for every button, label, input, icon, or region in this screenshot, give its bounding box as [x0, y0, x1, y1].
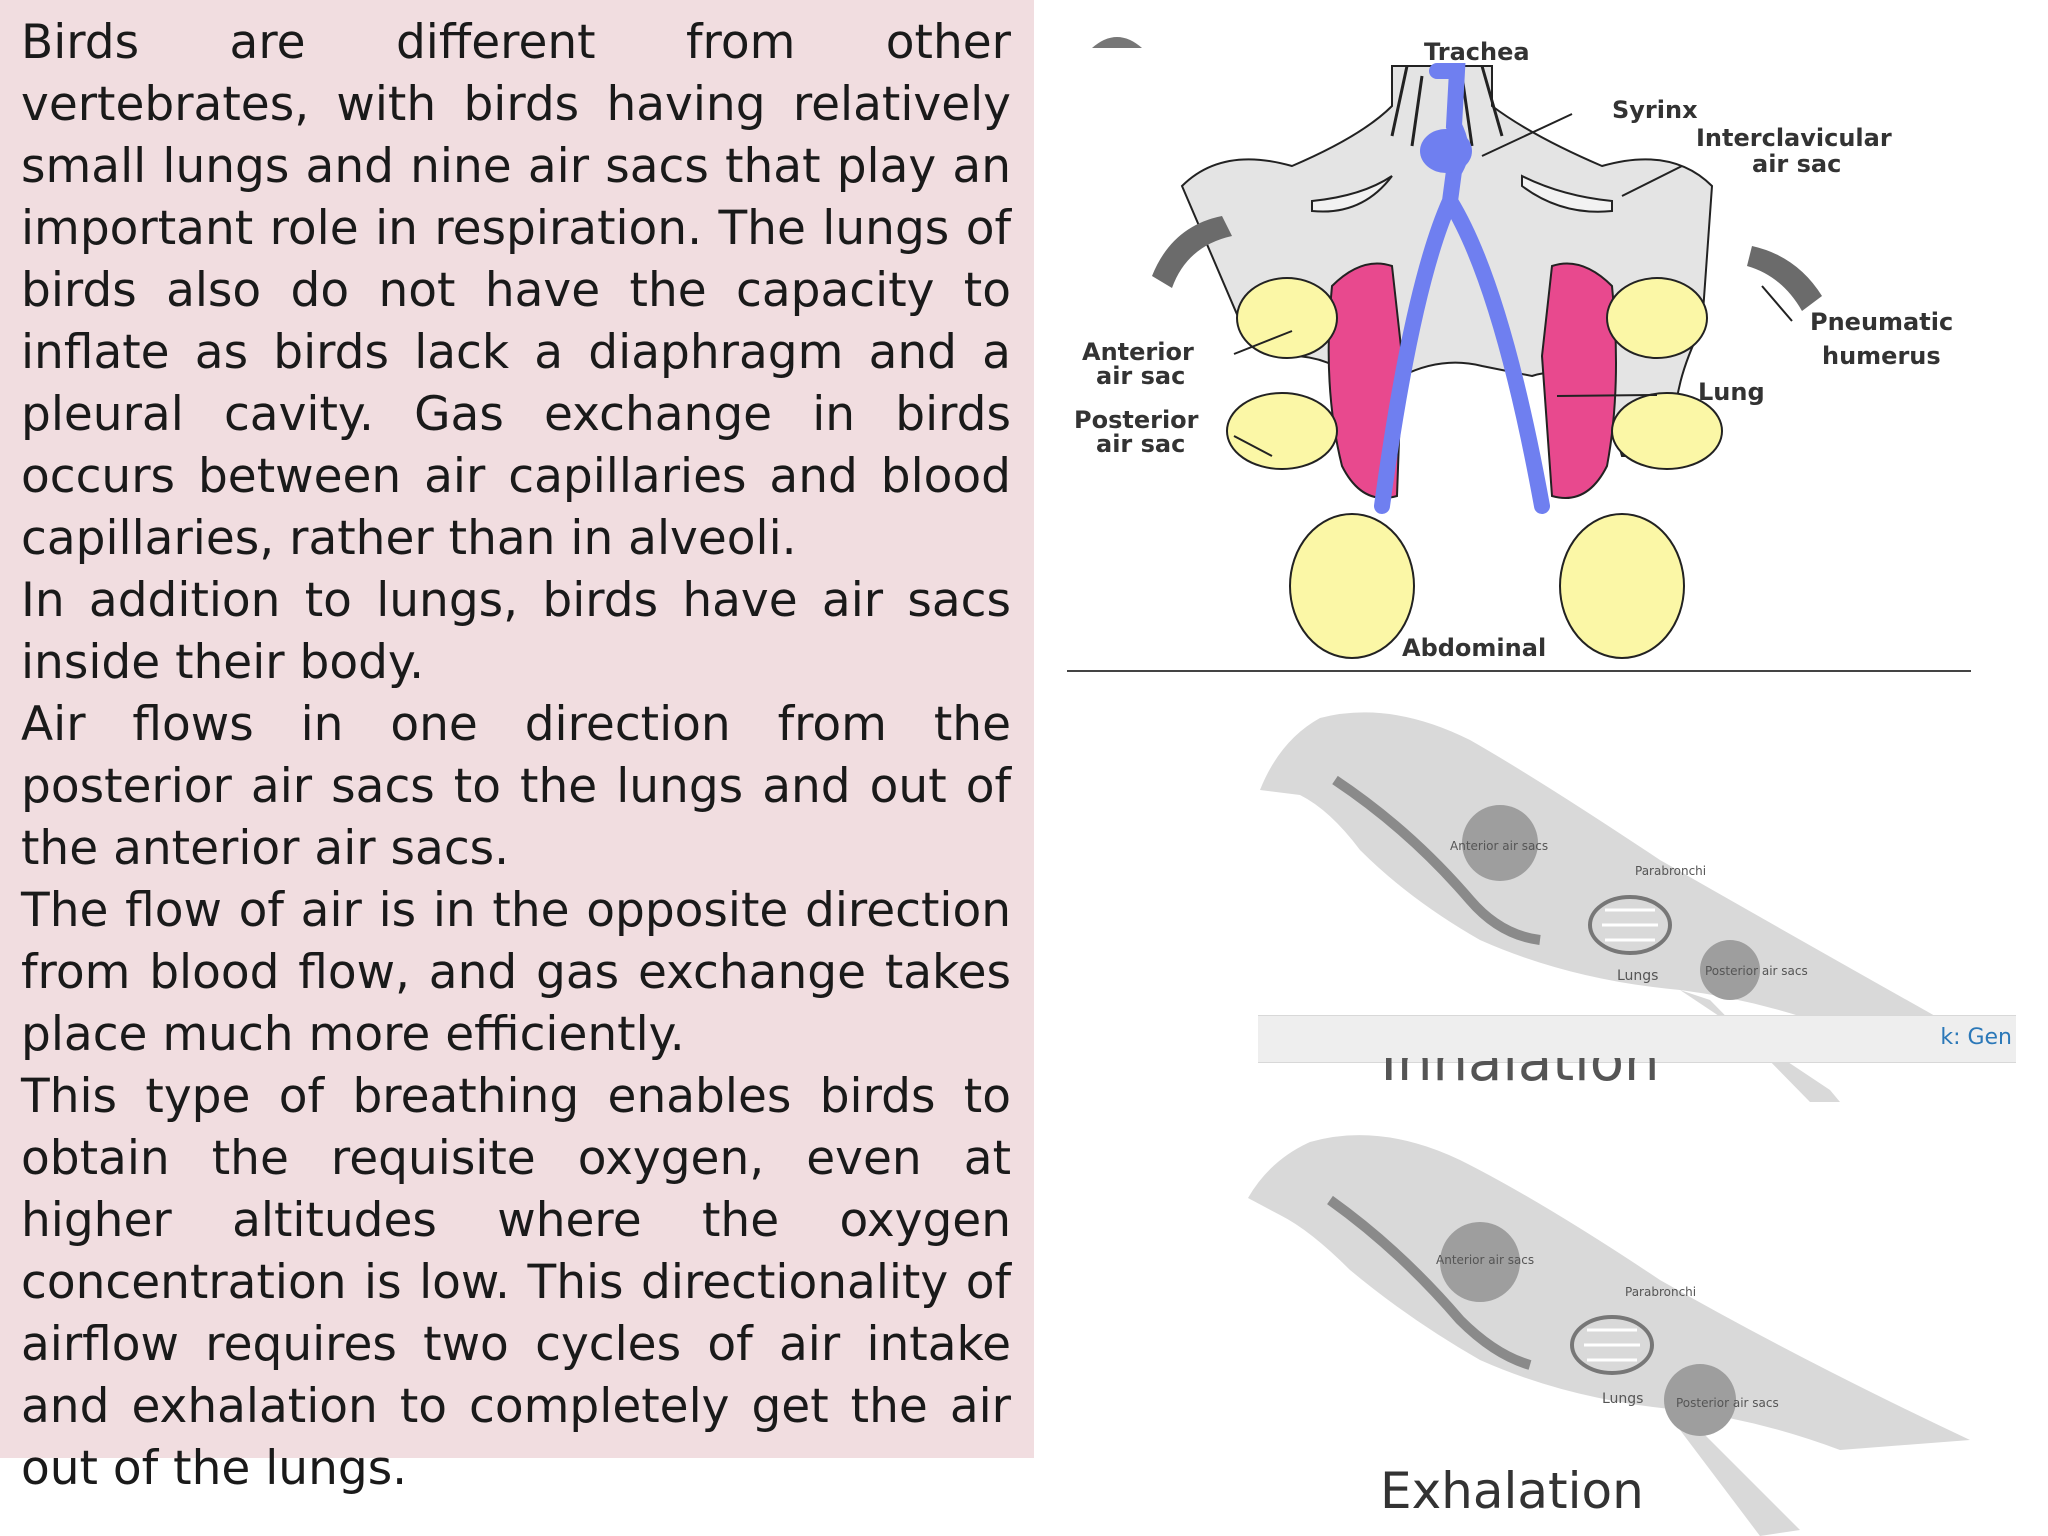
exhale-posterior-sac	[1664, 1364, 1736, 1436]
overlay-tab[interactable]: k: Gen	[1940, 1025, 2012, 1050]
inhale-trachea	[1332, 775, 1541, 945]
trachea-outline	[1390, 65, 1504, 147]
syrinx-bulge	[1420, 129, 1472, 173]
exhale-label-posterior: Posterior air sacs	[1676, 1396, 1779, 1410]
paragraph-2: In addition to lungs, birds have air sac…	[21, 573, 1011, 690]
label-abdominal: Abdominal	[1402, 634, 1546, 662]
label-syrinx: Syrinx	[1612, 96, 1698, 124]
inhale-label-anterior: Anterior air sacs	[1450, 839, 1548, 853]
label-posterior: Posterior	[1074, 406, 1199, 434]
left-posterior-air-sac	[1226, 392, 1338, 470]
overlay-bar	[1258, 1015, 2016, 1063]
body-text: Birds are different from other vertebrat…	[21, 12, 1011, 1500]
left-humerus	[1152, 216, 1232, 288]
paragraph-1: Birds are different from other vertebrat…	[21, 15, 1011, 566]
left-abdominal-air-sac	[1289, 513, 1415, 659]
inhale-label-parabronchi: Parabronchi	[1635, 864, 1706, 878]
exhale-label-parabronchi: Parabronchi	[1625, 1285, 1696, 1299]
label-lung: Lung	[1698, 378, 1765, 406]
inhale-label-posterior: Posterior air sacs	[1705, 964, 1808, 978]
respiratory-system-diagram: Trachea Syrinx Interclavicular air sac P…	[1074, 37, 1953, 662]
inhale-label-lungs: Lungs	[1617, 968, 1658, 984]
exhale-trachea	[1327, 1195, 1532, 1370]
inhalation-caption: Inhalation	[1380, 1058, 1660, 1094]
label-interclavicular-2: air sac	[1752, 150, 1841, 178]
bird-silhouette	[1248, 1135, 1970, 1450]
right-humerus	[1747, 246, 1822, 311]
label-interclavicular: Interclavicular	[1696, 124, 1892, 152]
paragraph-4: The flow of air is in the opposite direc…	[21, 883, 1011, 1062]
inhalation-bird-diagram: Anterior air sacs Parabronchi Lungs Post…	[1260, 712, 1960, 1102]
figure-divider	[1067, 670, 1971, 672]
exhale-anterior-sac	[1440, 1222, 1520, 1302]
exhalation-bird-diagram: Anterior air sacs Parabronchi Lungs Post…	[1248, 1135, 1970, 1536]
left-clavicle	[1311, 175, 1393, 213]
paragraph-3: Air flows in one direction from the post…	[21, 697, 1011, 876]
label-anterior-2: air sac	[1096, 362, 1185, 390]
left-anterior-air-sac	[1236, 277, 1338, 359]
right-clavicle	[1521, 174, 1613, 213]
right-lung	[1540, 262, 1617, 499]
exhale-label-anterior: Anterior air sacs	[1436, 1253, 1534, 1267]
right-abdominal-air-sac	[1559, 513, 1685, 659]
bird-tail	[1680, 1410, 1800, 1536]
exhalation-caption: Exhalation	[1380, 1462, 1644, 1520]
label-trachea: Trachea	[1424, 38, 1530, 66]
right-posterior-air-sac	[1611, 392, 1723, 470]
label-humerus: humerus	[1822, 342, 1941, 370]
right-anterior-air-sac	[1606, 277, 1708, 359]
text-panel: Birds are different from other vertebrat…	[0, 0, 1034, 1496]
paragraph-5: This type of breathing enables birds to …	[21, 1069, 1011, 1496]
inhale-anterior-sac	[1462, 805, 1538, 881]
label-posterior-2: air sac	[1096, 430, 1185, 458]
leader-lines	[1233, 113, 1793, 457]
close-icon	[1092, 37, 1142, 48]
label-pneumatic: Pneumatic	[1810, 308, 1953, 336]
exhale-lungs	[1570, 1315, 1654, 1375]
inhale-lungs	[1588, 895, 1672, 955]
exhale-parabronchi	[1584, 1328, 1640, 1362]
bird-silhouette	[1260, 712, 1960, 1030]
label-anterior: Anterior	[1082, 338, 1194, 366]
inhale-posterior-sac	[1700, 940, 1760, 1000]
exhale-label-lungs: Lungs	[1602, 1391, 1643, 1407]
inhale-parabronchi	[1602, 908, 1658, 942]
